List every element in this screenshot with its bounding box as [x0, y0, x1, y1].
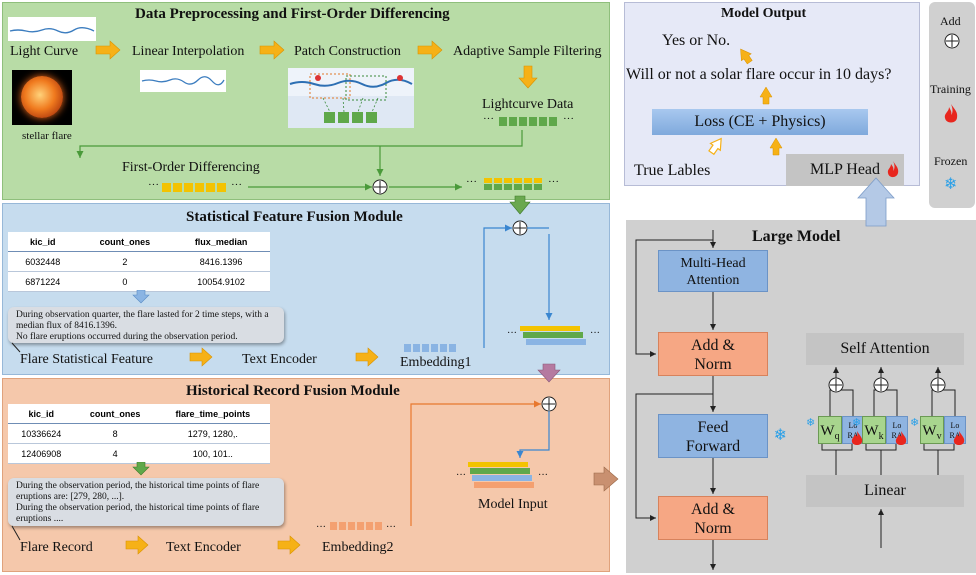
statistical-note: During observation quarter, the flare la…: [8, 307, 284, 343]
table-header: flare_time_points: [155, 404, 270, 424]
legend-frozen-label: Frozen: [934, 154, 968, 168]
down-arrow-icon: [132, 290, 150, 304]
differenced-tokens: ··· ···: [148, 179, 242, 192]
self-attention-block: Self Attention: [806, 333, 964, 365]
stellar-flare-label: stellar flare: [22, 130, 72, 142]
snowflake-icon: ❄: [773, 425, 787, 444]
embedding1-label: Embedding1: [400, 355, 472, 370]
table-header: kic_id: [8, 232, 78, 252]
historical-title: Historical Record Fusion Module: [186, 383, 400, 399]
historical-note: During the observation period, the histo…: [8, 478, 284, 526]
interpolated-curve-thumbnail: [140, 70, 226, 92]
svg-text:···: ···: [456, 470, 466, 481]
down-arrow-icon: [132, 462, 150, 476]
large-model-title: Large Model: [752, 228, 841, 245]
feed-forward-block: Feed Forward ❄: [658, 414, 787, 458]
text-encoder-2-label: Text Encoder: [166, 540, 241, 555]
linear-interpolation-label: Linear Interpolation: [132, 44, 245, 59]
patch-construction-thumbnail: [288, 68, 414, 128]
statistical-table: kic_id count_ones flux_median 6032448 2 …: [8, 232, 270, 292]
table-row: 12406908 4 100, 101..: [8, 443, 270, 464]
svg-text:···: ···: [538, 470, 548, 481]
svg-text:❄: ❄: [852, 416, 861, 429]
fire-icon: [944, 104, 958, 123]
first-order-diff-label: First-Order Differencing: [122, 160, 260, 175]
merged-diff-tokens: ··· ···: [466, 176, 559, 190]
patch-construction-label: Patch Construction: [294, 44, 401, 59]
flare-record-label: Flare Record: [20, 540, 93, 555]
svg-text:···: ···: [507, 328, 517, 339]
svg-text:···: ···: [316, 522, 326, 533]
table-row: 6871224 0 10054.9102: [8, 271, 270, 292]
answer-label: Yes or No.: [662, 32, 731, 49]
text-encoder-1-label: Text Encoder: [242, 352, 317, 367]
lightcurve-data-label: Lightcurve Data: [482, 97, 574, 112]
table-header: kic_id: [8, 404, 75, 424]
multi-head-attention-block: Multi-Head Attention: [658, 250, 768, 292]
table-row: 10336624 8 1279, 1280,.: [8, 423, 270, 444]
preprocess-title: Data Preprocessing and First-Order Diffe…: [135, 6, 450, 22]
table-header: count_ones: [74, 404, 156, 424]
legend-add-label: Add: [940, 14, 961, 28]
statistical-title: Statistical Feature Fusion Module: [186, 209, 403, 225]
svg-text:···: ···: [590, 328, 600, 339]
stellar-flare-image: [12, 70, 72, 125]
mlp-head-block: MLP Head: [786, 154, 904, 186]
table-header: count_ones: [77, 232, 173, 252]
preprocess-arrows: [95, 40, 538, 89]
light-curve-thumbnail: [8, 17, 96, 41]
table-header: flux_median: [172, 232, 270, 252]
model-output-title: Model Output: [721, 6, 807, 21]
light-curve-label: Light Curve: [10, 44, 79, 59]
svg-text:···: ···: [386, 522, 396, 533]
embedding2-label: Embedding2: [322, 540, 394, 555]
add-icon: [944, 33, 960, 49]
model-input-label: Model Input: [478, 497, 548, 512]
loss-block: Loss (CE + Physics): [652, 109, 868, 135]
wv-block: Wv: [920, 416, 944, 444]
svg-text:❄: ❄: [910, 416, 919, 429]
historical-table: kic_id count_ones flare_time_points 1033…: [8, 404, 270, 464]
add-norm-block-2: Add & Norm: [658, 496, 768, 540]
flare-statistical-feature-label: Flare Statistical Feature: [20, 352, 153, 367]
question-label: Will or not a solar flare occur in 10 da…: [626, 66, 892, 83]
wk-block: Wk: [862, 416, 886, 444]
adaptive-filtering-label: Adaptive Sample Filtering: [453, 44, 602, 59]
legend-training-label: Training: [930, 82, 971, 96]
lightcurve-tokens: ··· ···: [483, 113, 574, 126]
add-norm-block-1: Add & Norm: [658, 332, 768, 376]
table-row: 6032448 2 8416.1396: [8, 251, 270, 272]
snowflake-icon: ❄: [944, 174, 958, 193]
svg-text:❄: ❄: [806, 416, 815, 429]
fire-icon: [887, 161, 899, 178]
linear-block: Linear: [806, 475, 964, 507]
true-labels-label: True Lables: [634, 162, 711, 179]
preprocess-lines: [76, 130, 523, 195]
wq-block: Wq: [818, 416, 842, 444]
